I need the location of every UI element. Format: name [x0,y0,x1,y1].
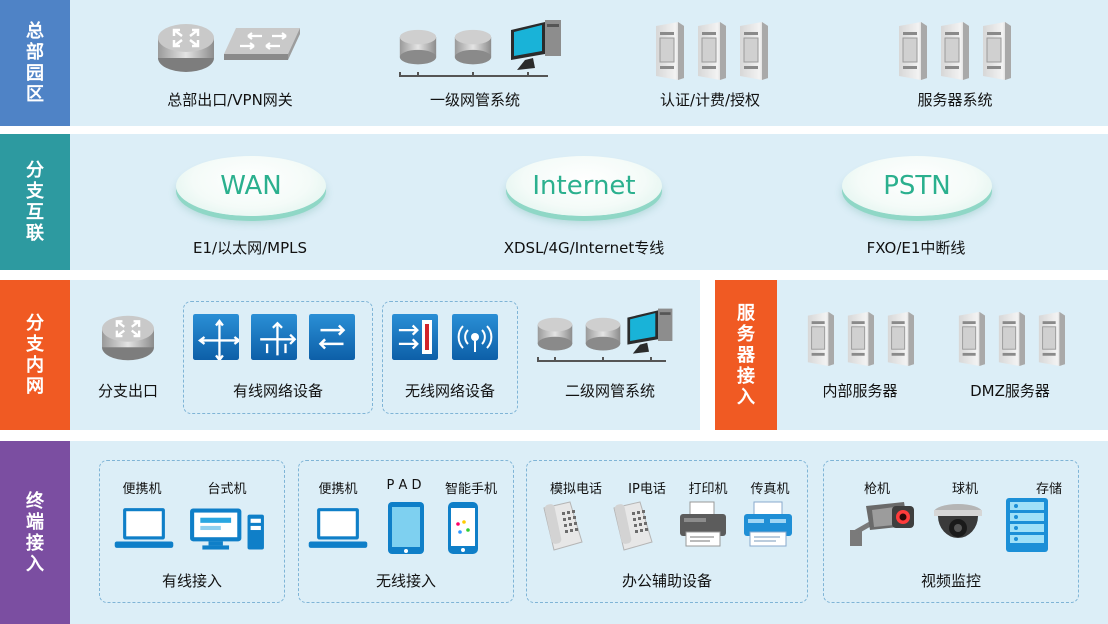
tablet-icon [386,500,426,556]
server-tower-icon [895,20,929,80]
laptop-caption: 便携机 [318,482,358,497]
nms1-caption: 一级网管系统 [429,91,520,109]
dmz-server-caption: DMZ服务器 [970,382,1050,400]
server-tower-icon [652,20,686,80]
desktop-icon [188,506,266,552]
fax-caption: 传真机 [750,482,790,497]
dome-camera-caption: 球机 [951,482,978,497]
smartphone-icon [446,500,480,556]
server-tower-icon [736,20,770,80]
ip-phone-caption: IP电话 [628,482,666,497]
server-tower-icon [1035,310,1067,366]
pad-caption: P A D [386,478,422,493]
database-icon [584,316,622,354]
dome-camera-icon [932,498,984,548]
nms-link-line [537,357,666,362]
monitor-icon [622,306,676,358]
wireless-access-group [298,460,514,603]
wired-device-group [183,301,373,414]
switch-icon [222,24,302,64]
printer-caption: 打印机 [688,482,728,497]
server-tower-icon [804,310,836,366]
wired-device-caption: 有线网络设备 [232,382,323,400]
desktop-caption: 台式机 [207,482,247,497]
router-icon [156,20,216,76]
printer-icon [676,500,730,550]
server-tower-icon [844,310,876,366]
interconnect-row-label: 分支互联 [0,134,70,270]
server-tower-icon [937,20,971,80]
storage-caption: 存储 [1035,482,1062,497]
bullet-camera-icon [848,500,914,550]
server-tower-icon [694,20,728,80]
wired-access-title: 有线接入 [161,572,222,590]
server-tower-icon [884,310,916,366]
storage-icon [1004,496,1050,554]
nms-link-line [399,72,548,77]
nms2-caption: 二级网管系统 [564,382,655,400]
internal-server-caption: 内部服务器 [822,382,898,400]
database-icon [398,28,438,68]
server-tower-icon [995,310,1027,366]
wan-caption: E1/以太网/MPLS [193,239,307,257]
laptop-caption: 便携机 [122,482,162,497]
laptop-icon [112,506,176,552]
aaa-caption: 认证/计费/授权 [659,91,761,109]
server-tower-icon [979,20,1013,80]
terminal-row-label: 终端接入 [0,441,70,624]
analog-phone-caption: 模拟电话 [549,482,602,497]
wireless-device-caption: 无线网络设备 [404,382,495,400]
fax-icon [740,500,796,550]
pstn-caption: FXO/E1中断线 [866,239,966,257]
bullet-camera-caption: 枪机 [863,482,890,497]
laptop-icon [306,506,370,552]
office-device-title: 办公辅助设备 [621,572,712,590]
branch-row-label: 分支内网 [0,280,70,430]
database-icon [453,28,493,68]
access-switch-icon [309,314,355,360]
wan-cloud: WAN [176,156,326,216]
ac-controller-icon [392,314,438,360]
wan-label: WAN [220,171,282,201]
pstn-cloud: PSTN [842,156,992,216]
database-icon [536,316,574,354]
hq-gateway-caption: 总部出口/VPN网关 [167,91,293,109]
server-system-caption: 服务器系统 [917,91,993,109]
wireless-access-title: 无线接入 [375,572,436,590]
hq-row-label: 总部园区 [0,0,70,126]
l2-switch-icon [251,314,297,360]
internet-label: Internet [532,171,636,201]
monitor-icon [505,18,565,74]
branch-exit-caption: 分支出口 [97,382,158,400]
wireless-device-group [382,301,518,414]
wireless-ap-icon [452,314,498,360]
video-surveillance-group [823,460,1079,603]
video-surveillance-title: 视频监控 [920,572,981,590]
office-device-group [526,460,808,603]
router-icon [100,312,156,364]
smartphone-caption: 智能手机 [444,482,497,497]
server-access-label: 服务器接入 [715,280,777,430]
internet-cloud: Internet [506,156,662,216]
internet-caption: XDSL/4G/Internet专线 [503,239,665,257]
ip-phone-icon [610,498,656,554]
server-tower-icon [955,310,987,366]
l3-switch-icon [193,314,239,360]
wired-access-group [99,460,285,603]
analog-phone-icon [540,498,586,554]
pstn-label: PSTN [883,171,951,201]
